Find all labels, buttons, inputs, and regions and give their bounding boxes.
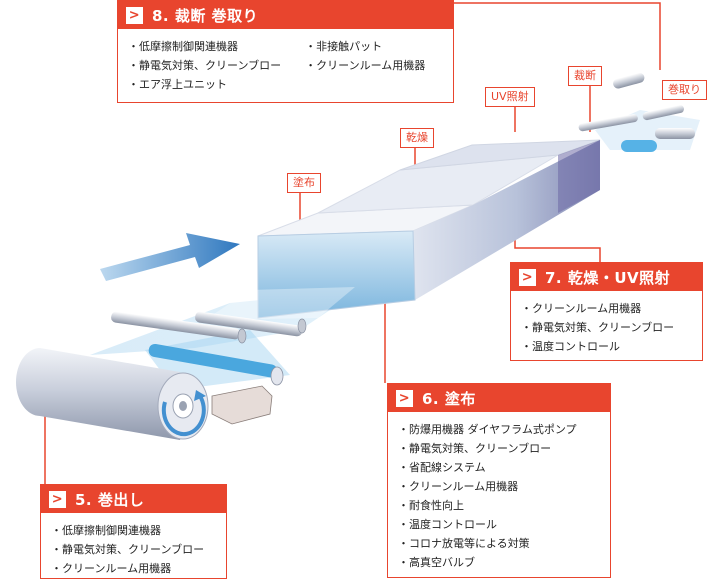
box-cut-wind-list-2: 非接触パット クリーンルーム用機器 xyxy=(295,29,439,94)
box-cut-wind: > 8. 裁断 巻取り 低摩擦制御関連機器 静電気対策、クリーンブロー エア浮上… xyxy=(117,0,454,103)
list-item: 静電気対策、クリーンブロー xyxy=(128,56,281,75)
box-unwind-header: > 5. 巻出し xyxy=(41,485,226,513)
list-item: コロナ放電等による対策 xyxy=(398,534,610,553)
box-dry-uv-header: > 7. 乾燥・UV照射 xyxy=(511,263,702,291)
list-item: 非接触パット xyxy=(305,37,425,56)
tunnel-side xyxy=(413,140,600,300)
list-item: 低摩擦制御関連機器 xyxy=(51,521,226,540)
chevron-right-icon: > xyxy=(126,6,143,24)
box-unwind-title: 5. 巻出し xyxy=(75,490,145,509)
list-item: 防爆用機器 ダイヤフラム式ポンプ xyxy=(398,420,610,439)
list-item: 省配線システム xyxy=(398,458,610,477)
list-item: 静電気対策、クリーンブロー xyxy=(51,540,226,559)
stage-tag-drying: 乾燥 xyxy=(400,128,434,148)
list-item: 温度コントロール xyxy=(398,515,610,534)
box-coating: > 6. 塗布 防爆用機器 ダイヤフラム式ポンプ 静電気対策、クリーンブロー 省… xyxy=(387,383,611,578)
box-coating-header: > 6. 塗布 xyxy=(388,384,610,412)
box-dry-uv: > 7. 乾燥・UV照射 クリーンルーム用機器 静電気対策、クリーンブロー 温度… xyxy=(510,262,703,361)
list-item: クリーンルーム用機器 xyxy=(51,559,226,578)
list-item: 低摩擦制御関連機器 xyxy=(128,37,281,56)
box-coating-title: 6. 塗布 xyxy=(422,389,476,408)
list-item: エア浮上ユニット xyxy=(128,75,281,94)
stage-tag-coating: 塗布 xyxy=(287,173,321,193)
list-item: 静電気対策、クリーンブロー xyxy=(398,439,610,458)
stage-tag-winding: 巻取り xyxy=(662,80,707,100)
box-cut-wind-list-1: 低摩擦制御関連機器 静電気対策、クリーンブロー エア浮上ユニット xyxy=(118,29,295,94)
list-item: クリーンルーム用機器 xyxy=(521,299,702,318)
box-cut-wind-title: 8. 裁断 巻取り xyxy=(152,6,259,25)
stage-tag-cutting: 裁断 xyxy=(568,66,602,86)
unwind-roll xyxy=(16,348,209,440)
list-item: 静電気対策、クリーンブロー xyxy=(521,318,702,337)
list-item: 高真空バルブ xyxy=(398,553,610,572)
direction-arrow xyxy=(100,233,240,281)
chevron-right-icon: > xyxy=(49,490,66,508)
chevron-right-icon: > xyxy=(396,389,413,407)
list-item: クリーンルーム用機器 xyxy=(305,56,425,75)
list-item: 耐食性向上 xyxy=(398,496,610,515)
film-entry xyxy=(205,287,355,320)
tunnel-side-uv xyxy=(558,140,600,213)
stage-tag-uv: UV照射 xyxy=(485,87,535,107)
box-cut-wind-header: > 8. 裁断 巻取り xyxy=(118,1,453,29)
list-item: 温度コントロール xyxy=(521,337,702,356)
box-dry-uv-title: 7. 乾燥・UV照射 xyxy=(545,268,671,287)
list-item: クリーンルーム用機器 xyxy=(398,477,610,496)
tunnel-front xyxy=(257,230,416,319)
guide-rollers xyxy=(111,311,307,386)
box-unwind: > 5. 巻出し 低摩擦制御関連機器 静電気対策、クリーンブロー クリーンルーム… xyxy=(40,484,227,579)
chevron-right-icon: > xyxy=(519,268,536,286)
exit-rollers xyxy=(578,72,695,152)
coating-tray xyxy=(211,385,273,425)
